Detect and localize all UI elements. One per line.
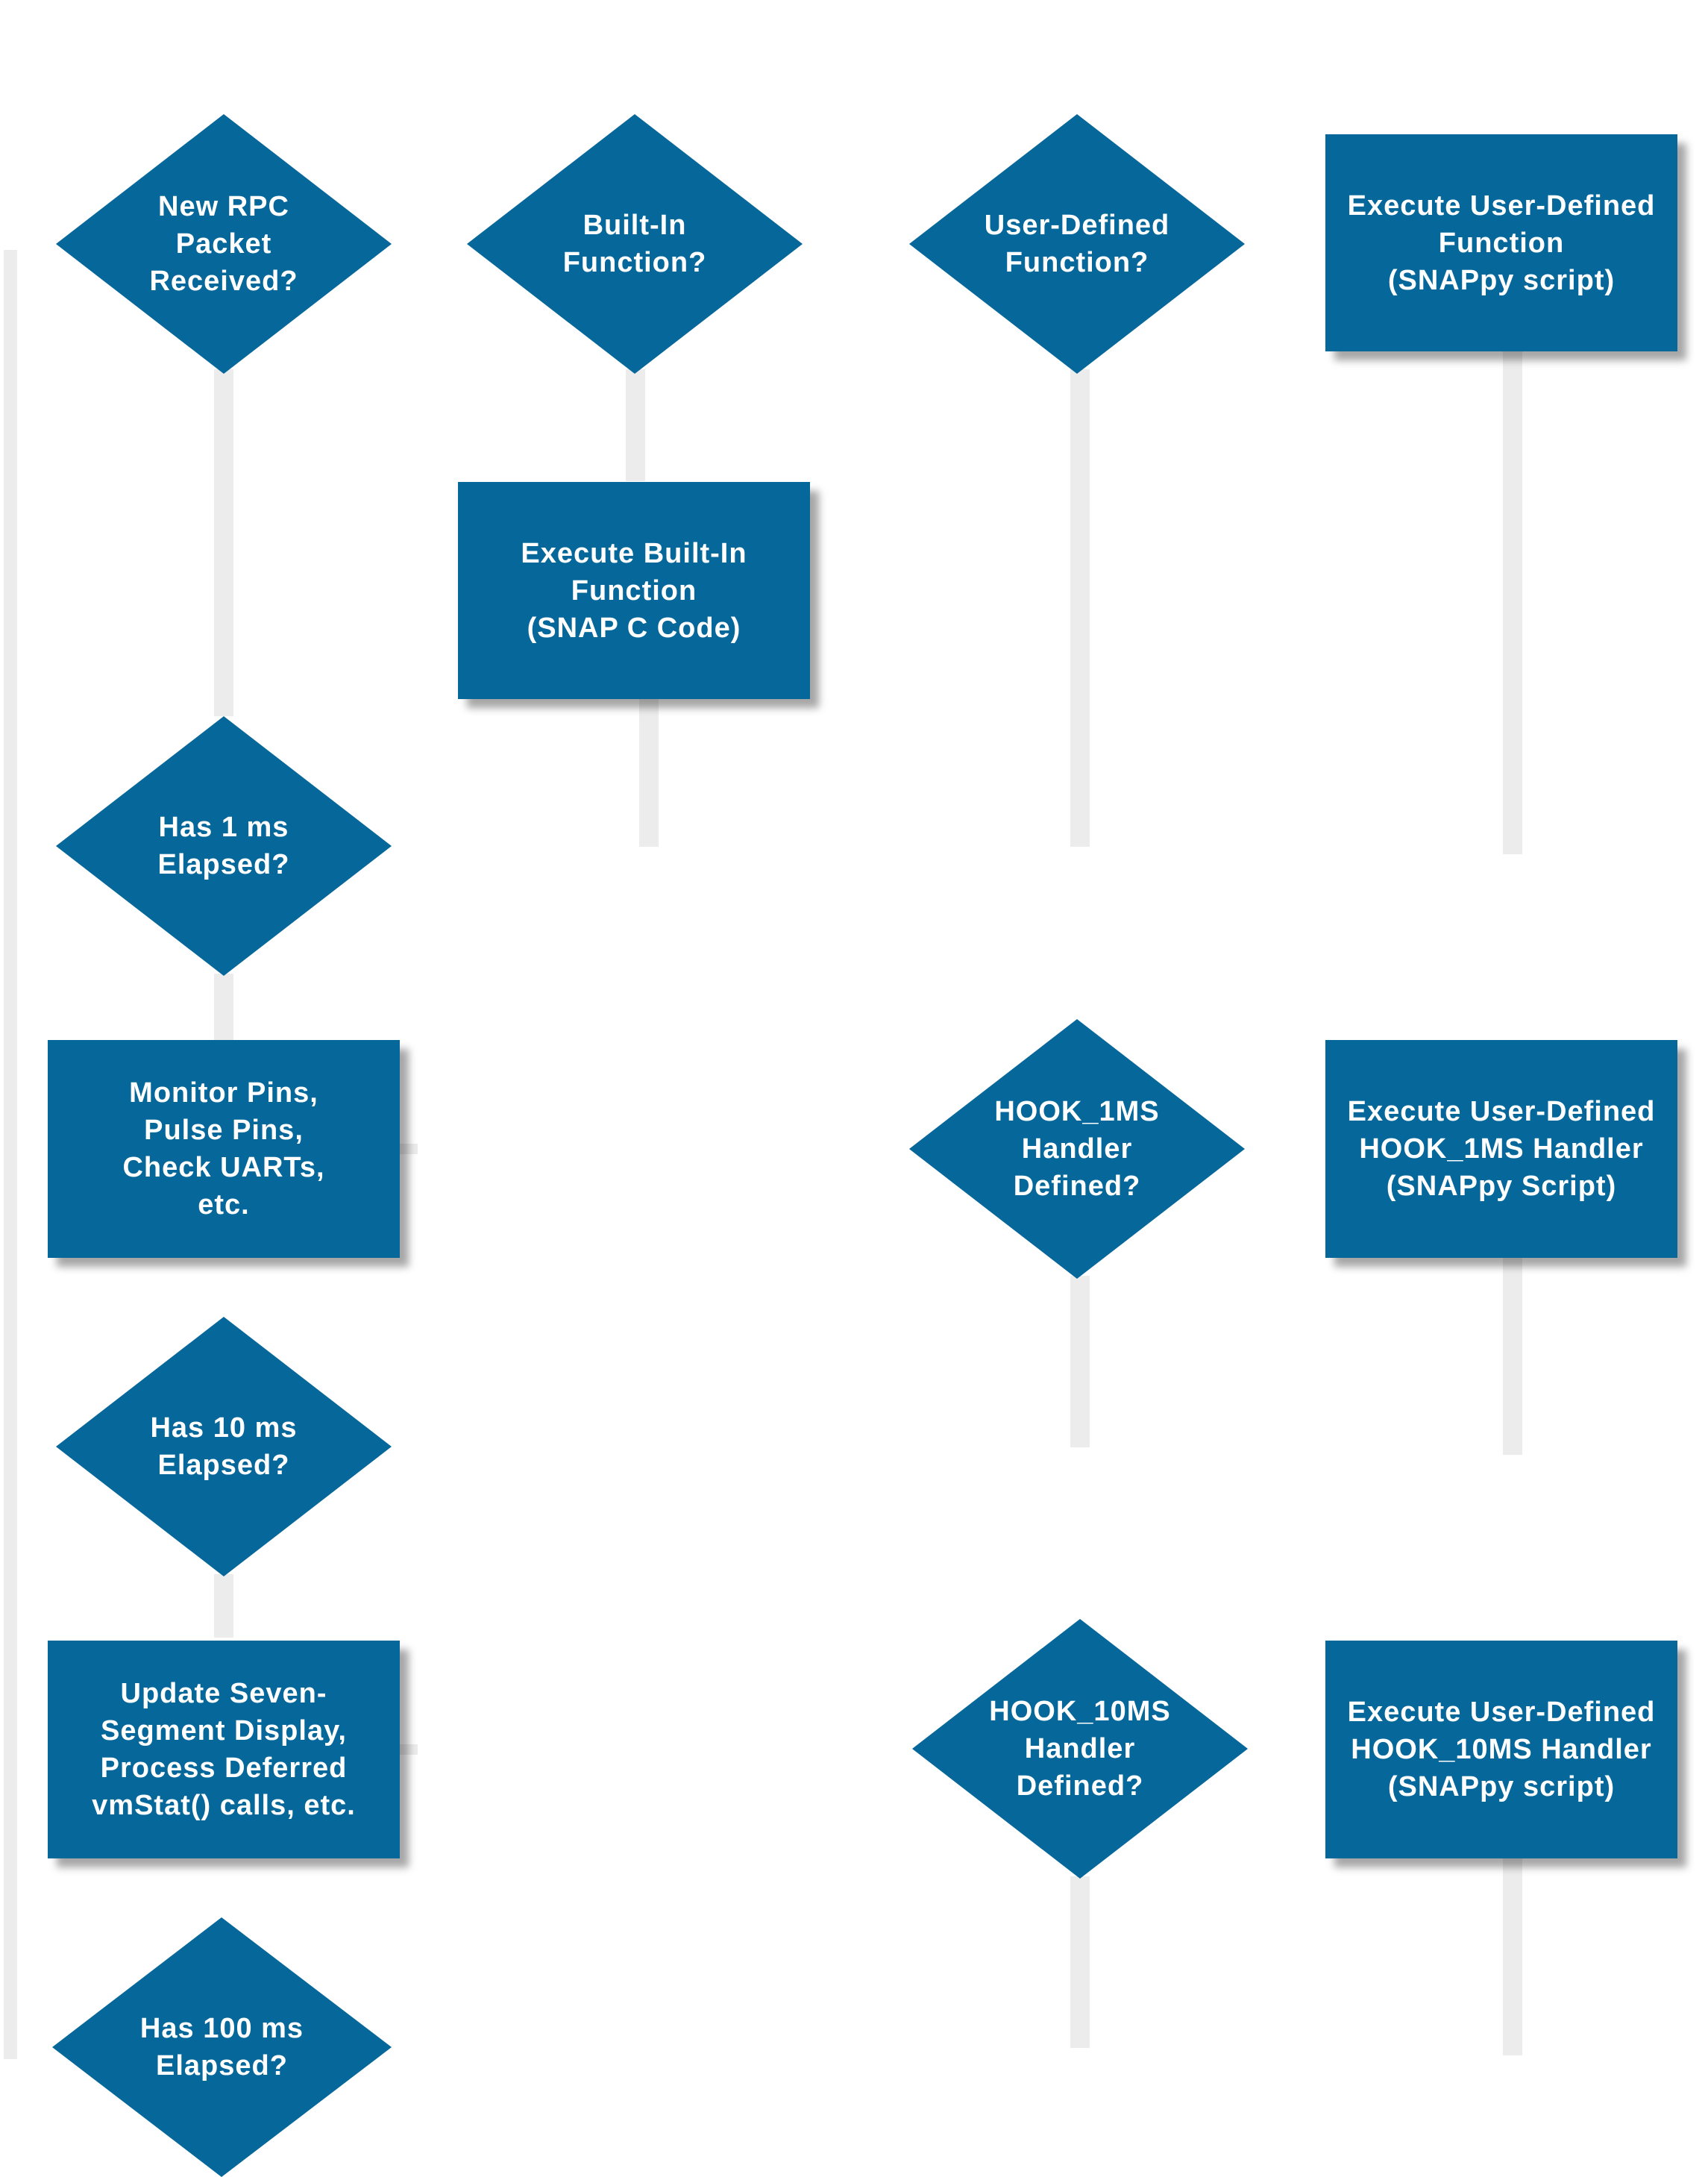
node-label-line: Execute Built-In [521,537,747,569]
node-label-line: Built-In [583,210,687,241]
node-label-line: HOOK_10MS Handler [1351,1734,1652,1765]
node-label-line: Function? [1005,247,1149,278]
node-label-line: (SNAP C Code) [527,612,741,644]
node-label-line: Update Seven- [120,1678,327,1709]
node-label-line: Pulse Pins, [144,1115,304,1146]
node-label-line: (SNAPpy script) [1387,264,1616,296]
node-label-line: Handler [1021,1133,1133,1165]
diamond-shape [909,114,1245,374]
node-label-line: Elapsed? [156,2050,288,2082]
node-label-line: Elapsed? [157,849,290,880]
node-label-line: New RPC [158,191,289,222]
node-label-line: Monitor Pins, [129,1077,318,1109]
node-label-line: Function [571,574,697,607]
node-label-line: Process Deferred [100,1752,348,1784]
diamond-shape [56,716,392,976]
node-label-line: HOOK_1MS [994,1096,1160,1127]
node-label-line: (SNAPpy script) [1387,1771,1616,1802]
node-label: Monitor Pins, Pulse Pins, Check UARTs, etc. [122,1074,324,1224]
node-label-line: Function? [562,247,707,278]
node-label-line: etc. [198,1189,250,1221]
node-label-line: Received? [149,266,298,297]
node-label-line: Function [1438,227,1565,259]
node-label-line: Defined? [1016,1770,1144,1802]
diamond-shape [909,1019,1245,1279]
node-label-line: HOOK_10MS [989,1696,1171,1727]
node-label: Has 10 ms Elapsed? [150,1409,297,1484]
node-label-line: Segment Display, [101,1715,347,1747]
node-label-line: Elapsed? [157,1450,290,1481]
process-update-seven-segment: Update Seven- Segment Display, Process Def… [48,1641,400,1858]
diamond-shape [52,1917,392,2177]
node-label-line: Defined? [1013,1171,1141,1202]
diamond-shape [56,1317,392,1576]
node-label-line: Has 10 ms [150,1412,298,1444]
node-label-line: User-Defined [984,210,1170,241]
decision-has-10ms-elapsed: Has 10 ms Elapsed? [56,1317,392,1576]
node-label-line: Handler [1024,1733,1136,1764]
node-label-line: HOOK_1MS Handler [1359,1133,1644,1165]
node-label: Has 100 ms Elapsed? [140,2010,304,2084]
node-label: Update Seven- Segment Display, Process Def… [92,1675,356,1824]
node-label: Has 1 ms Elapsed? [158,809,290,883]
node-label-line: vmStat() calls, etc. [92,1790,356,1821]
node-label-line: Has 100 ms [139,2013,304,2044]
node-label-line: Check UARTs, [122,1152,325,1183]
decision-has-100ms-elapsed: Has 100 ms Elapsed? [52,1917,392,2177]
node-label-line: Has 1 ms [158,812,289,843]
node-label-line: Execute User-Defined [1347,1697,1656,1728]
node-label-line: Execute User-Defined [1347,1096,1656,1127]
decision-has-1ms-elapsed: Has 1 ms Elapsed? [56,716,392,976]
node-label-line: Packet [175,228,272,260]
diamond-shape [467,114,803,374]
diamond-shape [56,114,392,374]
process-monitor-pins: Monitor Pins, Pulse Pins, Check UARTs, etc. [48,1040,400,1258]
node-label-line: Execute User-Defined [1347,189,1656,222]
node-label-line: (SNAPpy Script) [1386,1171,1617,1202]
diamond-shape [912,1619,1248,1879]
